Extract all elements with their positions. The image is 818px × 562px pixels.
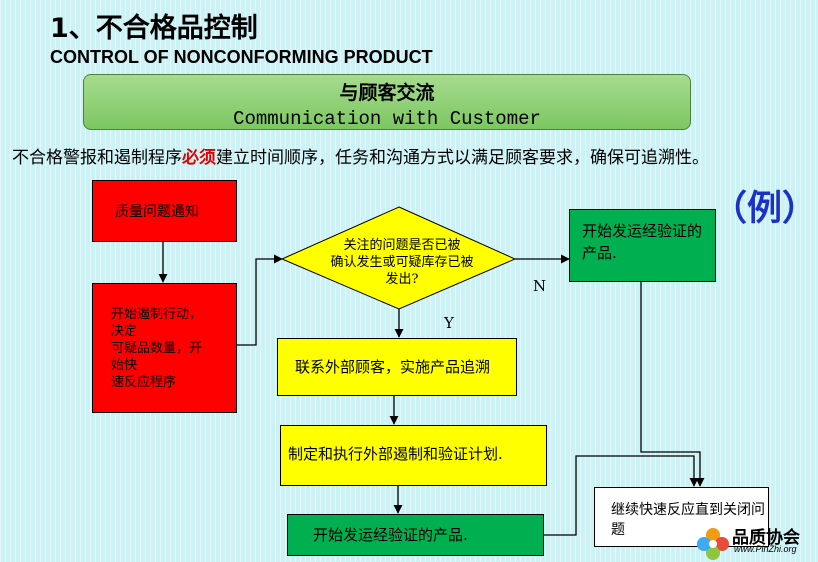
continue-response-box: 继续快速反应直到关闭问题 xyxy=(594,487,769,547)
pinzhi-logo xyxy=(697,528,729,560)
arrow-cert-product-to-continue xyxy=(544,455,699,536)
decision-text: 关注的问题是否已被 确认发生或可疑库存已被 发出? xyxy=(322,237,482,288)
contact-customer-box: 联系外部顾客，实施产品追溯 xyxy=(277,338,517,396)
page-subtitle: CONTROL OF NONCONFORMING PRODUCT xyxy=(50,47,433,67)
no-label: N xyxy=(533,277,547,295)
decision-line: 发出? xyxy=(385,272,419,287)
logo-flower-icon xyxy=(697,528,729,560)
containment-line: 速反应程序 xyxy=(111,375,177,390)
decision-line: 确认发生或可疑库存已被 xyxy=(330,255,474,270)
decision-line: 关注的问题是否已被 xyxy=(343,238,461,253)
intro-before: 不合格警报和遏制程序 xyxy=(12,148,182,168)
logo-url: www.PinZhi.org xyxy=(734,544,797,554)
containment-box: 开始遏制行动， 决定 可疑品数量，开 始快 速反应程序 xyxy=(92,283,237,413)
ship-certified-box: 开始发运经验证的产品. xyxy=(569,209,716,282)
containment-plan-box: 制定和执行外部遏制和验证计划. xyxy=(280,425,547,486)
arrow-containment-to-decision xyxy=(237,254,283,346)
intro-text: 不合格警报和遏制程序必须建立时间顺序，任务和沟通方式以满足顾客要求，确保可追溯性… xyxy=(12,143,709,168)
logo-name: 品质协会 xyxy=(732,528,800,548)
header-title-en: Communication with Customer xyxy=(233,108,541,130)
ship-product-box: 开始发运经验证的产品. xyxy=(287,514,544,556)
page-title: 1、不合格品控制 xyxy=(50,13,258,44)
containment-line: 始快 xyxy=(111,358,138,373)
example-label: （例） xyxy=(712,189,818,229)
decision-diamond xyxy=(280,206,517,310)
containment-line: 决定 xyxy=(111,324,138,339)
containment-line: 开始遏制行动， xyxy=(111,307,203,322)
yes-label: Y xyxy=(444,314,454,332)
containment-line: 可疑品数量，开 xyxy=(111,341,203,356)
header-title-cn: 与顾客交流 xyxy=(339,82,435,104)
intro-after: 建立时间顺序，任务和沟通方式以满足顾客要求，确保可追溯性。 xyxy=(216,148,709,168)
header-banner: 与顾客交流 Communication with Customer xyxy=(83,74,691,130)
quality-notice-box: 质量问题通知 xyxy=(92,180,237,242)
arrow-ship-to-continue xyxy=(640,282,705,487)
intro-must: 必须 xyxy=(182,148,216,168)
